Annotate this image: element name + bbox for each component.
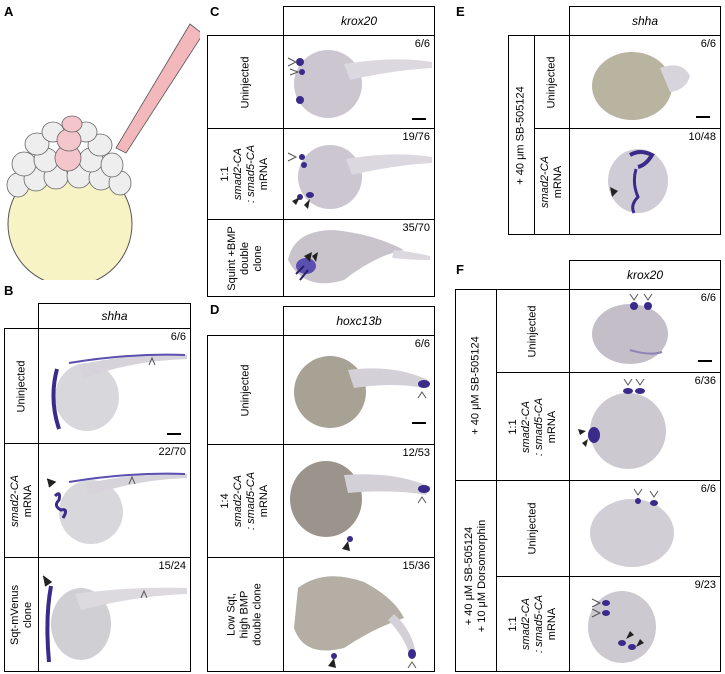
- panel-f-count-3: 6/6: [700, 483, 716, 495]
- panel-c-row1-label: Uninjected: [208, 36, 284, 129]
- panel-f-count-1: 6/6: [700, 292, 716, 304]
- panel-b-count-1: 6/6: [170, 331, 186, 343]
- panel-e-header: shha: [569, 6, 721, 36]
- scale-bar: [412, 118, 426, 120]
- panel-c-image-3: 35/70: [284, 220, 434, 296]
- panel-e-group-label: + 40 μm SB-505124: [508, 35, 535, 235]
- panel-c-gene: krox20: [340, 14, 378, 28]
- panel-b-image-2: 22/70: [39, 444, 190, 558]
- panel-f-image-2: 6/36: [570, 373, 720, 481]
- panel-f-image-3: 6/6: [570, 481, 720, 577]
- panel-e-image-1: 6/6: [570, 36, 720, 129]
- panel-f-row3-label: Uninjected: [497, 481, 570, 577]
- panel-d-image-1: 6/6: [284, 336, 434, 445]
- panel-d-count-1: 6/6: [414, 338, 430, 350]
- panel-e-count-1: 6/6: [700, 38, 716, 50]
- panel-e-count-2: 10/48: [688, 131, 716, 143]
- panel-b-row1-label: Uninjected: [5, 329, 39, 444]
- panel-c-count-1: 6/6: [414, 38, 430, 50]
- panel-a-label: A: [4, 4, 14, 19]
- panel-d-image-3: 15/36: [284, 558, 434, 671]
- panel-c-image-1: 6/6: [284, 36, 434, 129]
- panel-e-image-2: 10/48: [570, 129, 720, 234]
- panel-b-label: B: [4, 283, 14, 298]
- injected-cells: [54, 115, 83, 172]
- panel-d-gene: hoxc13b: [336, 314, 382, 328]
- panel-b-header: shha: [38, 303, 191, 329]
- panel-c-count-3: 35/70: [402, 222, 430, 234]
- panel-f-header: krox20: [569, 260, 721, 290]
- injection-needle: [115, 23, 200, 154]
- injection-schematic: [6, 23, 200, 280]
- panel-f-gene: krox20: [626, 268, 664, 282]
- panel-f-row1-label: Uninjected: [497, 290, 570, 373]
- panel-b-image-3: 15/24: [39, 558, 190, 671]
- panel-b-count-2: 22/70: [158, 446, 186, 458]
- panel-d-count-2: 12/53: [402, 447, 430, 459]
- panel-f-group-1-label: + 40 μM SB-505124: [455, 289, 497, 481]
- panel-f-label: F: [456, 262, 464, 277]
- scale-bar: [698, 360, 712, 362]
- panel-e-gene: shha: [631, 14, 659, 28]
- scale-bar: [167, 433, 181, 435]
- panel-d-header: hoxc13b: [283, 306, 435, 336]
- panel-d-label: D: [210, 302, 220, 317]
- panel-c-image-2: 19/76: [284, 129, 434, 220]
- panel-d-row1-label: Uninjected: [208, 336, 284, 445]
- scale-bar: [696, 116, 710, 118]
- panel-f-group-2-label: + 40 μM SB-505124+ 10 μM Dorsomorphin: [455, 480, 497, 672]
- panel-d-image-2: 12/53: [284, 445, 434, 558]
- panel-b-image-1: 6/6: [39, 329, 190, 444]
- panel-c-count-2: 19/76: [402, 131, 430, 143]
- panel-f-image-4: 9/23: [570, 577, 720, 671]
- panel-f-count-2: 6/36: [694, 375, 716, 387]
- scale-bar: [412, 422, 426, 424]
- panel-f-image-1: 6/6: [570, 290, 720, 373]
- panel-c-label: C: [210, 4, 220, 19]
- panel-b-gene: shha: [101, 309, 128, 323]
- panel-b-count-3: 15/24: [158, 560, 186, 572]
- panel-c-header: krox20: [283, 6, 435, 36]
- panel-e-row1-label: Uninjected: [535, 36, 570, 129]
- panel-d-count-3: 15/36: [402, 560, 430, 572]
- panel-f-count-4: 9/23: [694, 579, 716, 591]
- panel-e-label: E: [456, 4, 465, 19]
